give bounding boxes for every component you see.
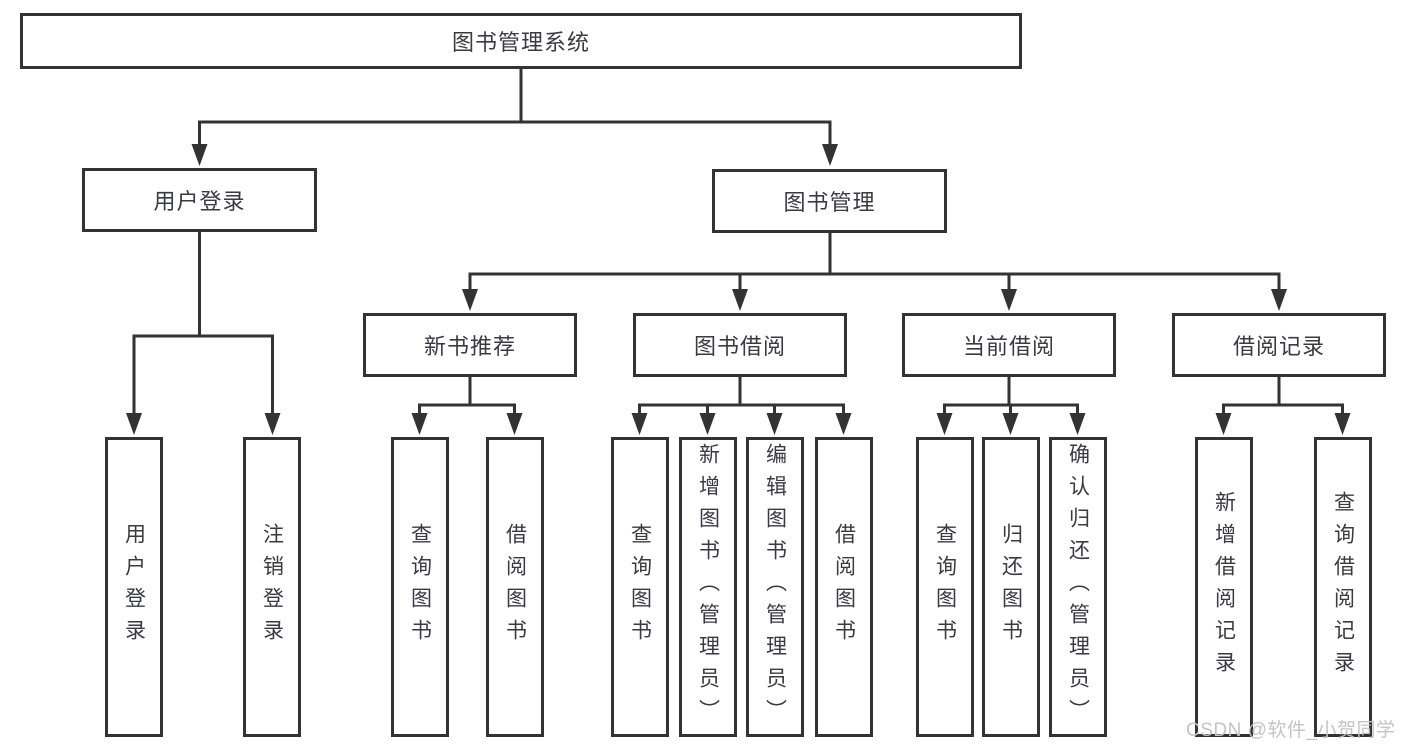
leaf-recommend-borrow-book: 借阅图书 — [486, 437, 544, 737]
leaf-borrow-query-book-label: 查询图书 — [628, 523, 652, 651]
leaf-add-book-admin-label: 新增图书（管理员） — [696, 443, 720, 731]
arrowhead — [126, 413, 142, 435]
node-book-management-label: 图书管理 — [783, 190, 876, 215]
node-borrow-record: 借阅记录 — [1172, 313, 1386, 377]
arrowhead — [732, 289, 748, 311]
arrowhead — [506, 413, 523, 435]
leaf-add-borrow-record: 新增借阅记录 — [1195, 437, 1253, 737]
node-book-borrow: 图书借阅 — [633, 313, 847, 377]
arrowhead — [835, 413, 852, 435]
watermark: CSDN @软件_小贺同学 — [1186, 720, 1396, 741]
node-user-login-label: 用户登录 — [153, 189, 246, 214]
leaf-confirm-return-admin-label: 确认归还（管理员） — [1066, 443, 1090, 731]
connector-current-borrow — [943, 376, 1079, 416]
connector-new-book-rec — [418, 376, 516, 416]
leaf-add-book-admin: 新增图书（管理员） — [679, 437, 737, 737]
arrowhead — [462, 289, 478, 311]
leaf-user-login-label: 用户登录 — [122, 523, 146, 651]
node-new-book-recommend: 新书推荐 — [363, 313, 577, 377]
leaf-logout: 注销登录 — [243, 437, 301, 737]
leaf-recommend-borrow-book-label: 借阅图书 — [503, 523, 527, 651]
arrowhead — [1002, 413, 1019, 435]
arrowhead — [264, 413, 281, 435]
leaf-recommend-query-book-label: 查询图书 — [408, 523, 432, 651]
arrowhead — [766, 413, 783, 435]
node-borrow-record-label: 借阅记录 — [1232, 334, 1325, 359]
leaf-user-login: 用户登录 — [105, 437, 163, 737]
leaf-return-book-label: 归还图书 — [999, 523, 1023, 651]
node-current-borrow: 当前借阅 — [902, 313, 1116, 377]
leaf-edit-book-admin-label: 编辑图书（管理员） — [763, 443, 787, 731]
arrowhead — [1271, 289, 1287, 311]
leaf-query-borrow-record-label: 查询借阅记录 — [1331, 491, 1355, 683]
leaf-confirm-return-admin: 确认归还（管理员） — [1049, 437, 1107, 737]
arrowhead — [631, 413, 648, 435]
node-new-book-recommend-label: 新书推荐 — [423, 334, 516, 359]
leaf-edit-book-admin: 编辑图书（管理员） — [746, 437, 804, 737]
leaf-add-borrow-record-label: 新增借阅记录 — [1212, 491, 1236, 683]
connector-book-mgmt — [468, 232, 1281, 291]
arrowhead — [822, 144, 838, 166]
arrowhead — [191, 144, 208, 166]
node-book-borrow-label: 图书借阅 — [693, 334, 786, 359]
arrowhead — [936, 413, 953, 435]
leaf-borrow-book: 借阅图书 — [815, 437, 873, 737]
leaf-recommend-query-book: 查询图书 — [391, 437, 449, 737]
arrowhead — [1334, 413, 1351, 435]
leaf-return-book: 归还图书 — [982, 437, 1040, 737]
connector-book-borrow — [638, 376, 845, 416]
node-book-management: 图书管理 — [712, 169, 947, 233]
arrowhead — [699, 413, 716, 435]
arrowhead — [1001, 289, 1017, 311]
node-current-borrow-label: 当前借阅 — [962, 334, 1055, 359]
leaf-borrow-book-label: 借阅图书 — [832, 523, 856, 651]
node-library-system: 图书管理系统 — [20, 13, 1022, 69]
arrowhead — [411, 413, 428, 435]
connector-user-login — [132, 231, 274, 415]
connector-borrow-record — [1222, 376, 1344, 416]
connector-root — [198, 67, 832, 146]
leaf-query-borrow-record: 查询借阅记录 — [1314, 437, 1372, 737]
leaf-current-query-book: 查询图书 — [916, 437, 974, 737]
leaf-logout-label: 注销登录 — [260, 523, 284, 651]
arrowhead — [1069, 413, 1086, 435]
leaf-borrow-query-book: 查询图书 — [611, 437, 669, 737]
node-user-login: 用户登录 — [82, 168, 317, 232]
leaf-current-query-book-label: 查询图书 — [933, 523, 957, 651]
arrowhead — [1215, 413, 1232, 435]
node-library-system-label: 图书管理系统 — [451, 30, 590, 55]
